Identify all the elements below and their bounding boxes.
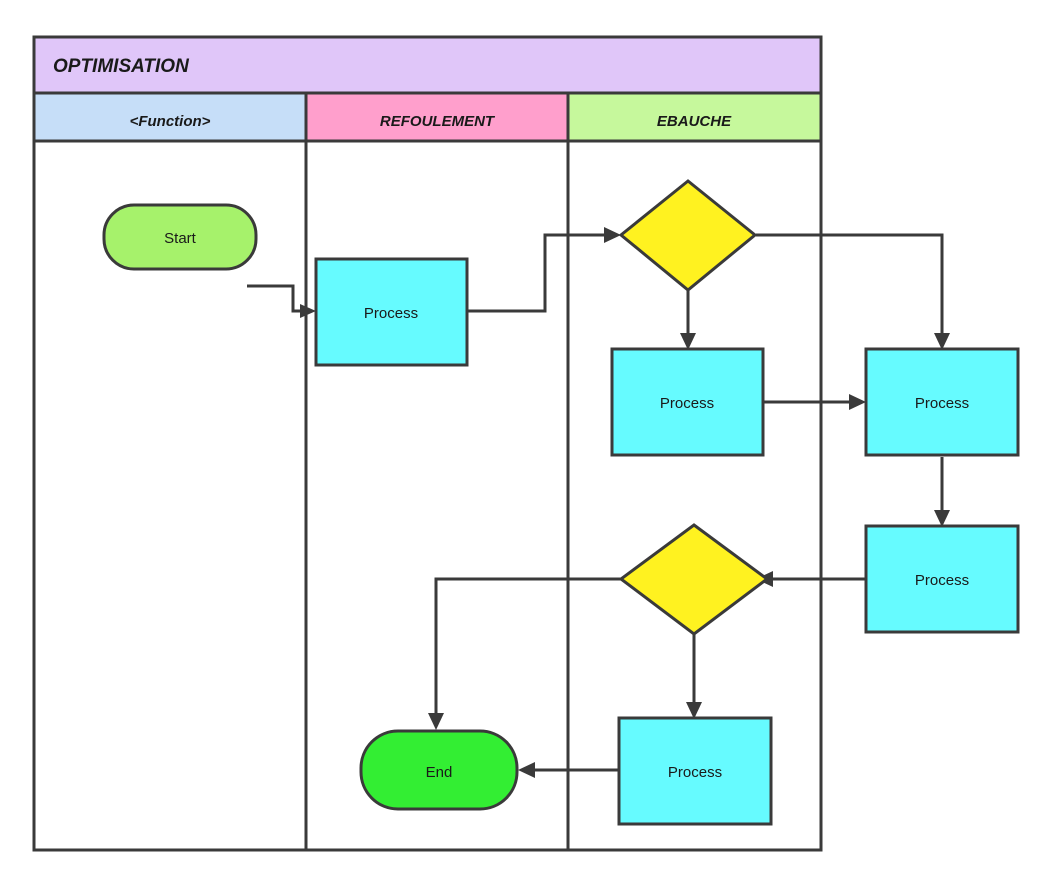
edge-decision-1-to-process-3 [756,233,950,350]
pool-title-band [32,35,823,95]
nodes: Start Process Process Process [102,179,1020,826]
edge-process-3-to-process-4 [934,457,950,527]
node-process-5-shape [617,716,773,826]
node-start[interactable]: Start [102,203,258,271]
connectors [247,227,950,778]
node-process-3[interactable]: Process [864,347,1020,457]
node-process-1-label: Process [364,305,418,322]
edge-process-1-to-decision-1 [467,227,621,313]
node-process-5[interactable]: Process [617,716,773,826]
lane-header-ebauche-label: EBAUCHE [657,113,732,130]
node-decision-1-shape [618,179,758,292]
node-process-5-label: Process [668,764,722,781]
node-decision-2-shape [618,523,770,636]
node-end-shape [359,729,519,811]
edge-decision-2-to-process-5 [686,634,702,719]
node-start-shape [102,203,258,271]
node-process-4-label: Process [915,572,969,589]
edge-start-to-process-1 [247,284,316,318]
node-process-2-label: Process [660,395,714,412]
lane-header-refoulement-label: REFOULEMENT [380,113,496,130]
node-decision-1[interactable] [618,179,758,292]
lane-headers: <Function> REFOULEMENT EBAUCHE [32,91,823,143]
node-process-1-shape [314,257,469,367]
node-start-label: Start [164,230,197,247]
edge-decision-1-to-process-2 [680,290,696,350]
pool-header: OPTIMISATION [32,35,823,95]
edge-process-5-to-end [518,762,619,778]
node-end[interactable]: End [359,729,519,811]
node-process-2-shape [610,347,765,457]
node-process-4[interactable]: Process [864,524,1020,634]
node-process-2[interactable]: Process [610,347,765,457]
node-end-label: End [426,764,453,781]
node-decision-2[interactable] [618,523,770,636]
node-process-3-label: Process [915,395,969,412]
lane-header-ebauche-bg [566,91,823,143]
edge-process-2-to-process-3 [763,394,866,410]
pool-title-label: OPTIMISATION [53,56,190,77]
node-process-1[interactable]: Process [314,257,469,367]
node-process-3-shape [864,347,1020,457]
lane-header-function-label: <Function> [130,113,211,130]
node-process-4-shape [864,524,1020,634]
edge-decision-2-to-end [428,577,621,730]
